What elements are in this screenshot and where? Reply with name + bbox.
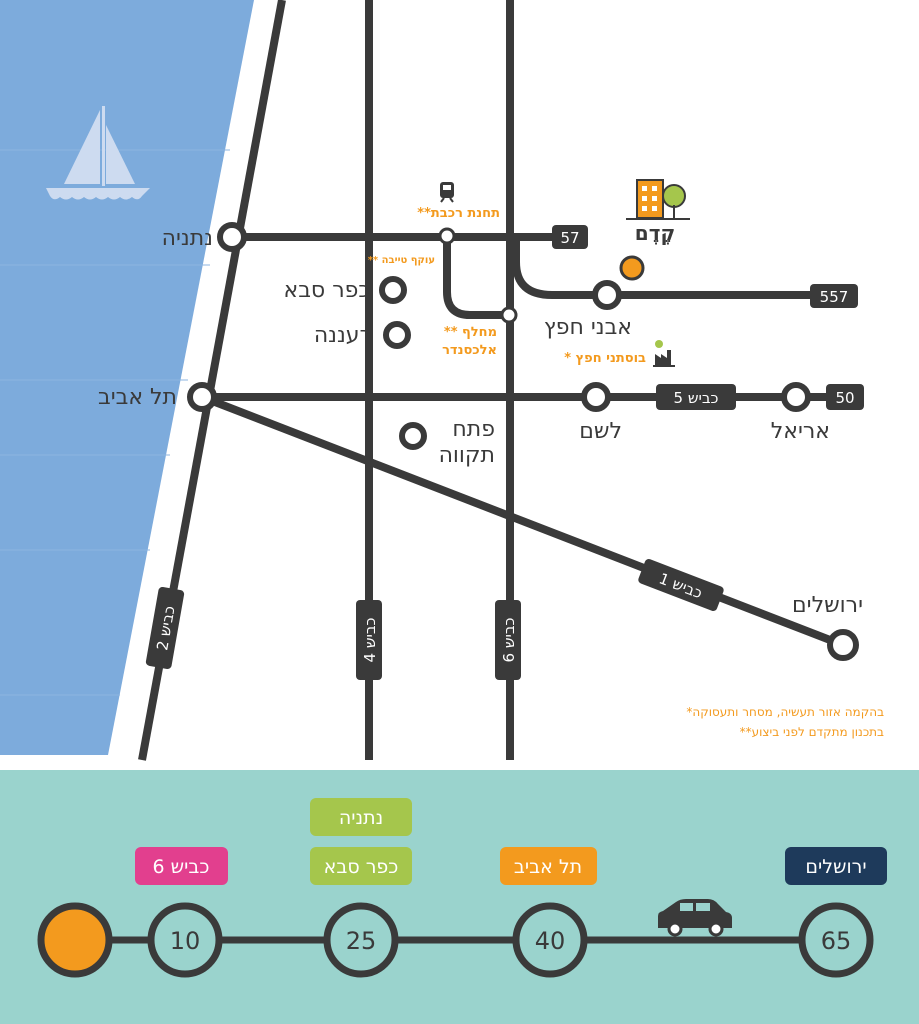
road-shield-50: 50: [826, 384, 864, 410]
lashem-node: [581, 382, 611, 412]
even-hefetz-node: [592, 280, 622, 310]
petah-tikva-label: פתח: [452, 417, 495, 442]
tel-aviv-label: תל אביב: [98, 385, 177, 410]
svg-text:40: 40: [535, 927, 566, 955]
distance-stop-25: 25: [323, 902, 399, 978]
route-1-road: [200, 393, 845, 649]
building-tree-icon: [626, 179, 690, 220]
svg-text:25: 25: [346, 927, 377, 955]
distance-stop-origin: [37, 902, 113, 978]
train-junction-node: [438, 227, 456, 245]
tayibe-bypass-label: ** עוקף טייבה: [368, 255, 435, 266]
ariel-node: [781, 382, 811, 412]
road-shield-57: 57: [552, 225, 588, 249]
route-5-label: כביש 5: [656, 384, 736, 410]
distance-panel: [0, 770, 919, 1024]
svg-text:כביש 5: כביש 5: [674, 389, 719, 407]
svg-text:נתניה: נתניה: [339, 807, 383, 829]
svg-text:10: 10: [170, 927, 201, 955]
sailboat-icon: [46, 106, 150, 200]
svg-text:כביש 6: כביש 6: [153, 856, 210, 878]
svg-text:65: 65: [821, 927, 852, 955]
distance-stop-10: 10: [147, 902, 223, 978]
jerusalem-node: [827, 629, 859, 661]
pill-netanya: נתניה: [310, 798, 412, 836]
road-shield-557: 557: [810, 284, 858, 308]
pill-tel-aviv: תל אביב: [500, 847, 597, 885]
distance-stop-65: 65: [798, 902, 874, 978]
small-junctions: [438, 227, 518, 324]
pill-route-6: כביש 6: [135, 847, 228, 885]
project-location-marker: [619, 255, 645, 281]
svg-text:כפר סבא: כפר סבא: [324, 856, 399, 878]
alexander-junction-node: [500, 306, 518, 324]
tel-aviv-node: [187, 382, 217, 412]
city-nodes: [187, 222, 859, 661]
svg-text:כביש 4: כביש 4: [361, 617, 379, 662]
svg-text:ירושלים: ירושלים: [805, 856, 866, 878]
project-label: קֶדֶם: [635, 221, 675, 245]
kfar-saba-node: [379, 276, 407, 304]
petah-tikva-node: [399, 422, 427, 450]
alexander-junction-label: ** מחלף: [444, 325, 497, 340]
svg-text:תל אביב: תל אביב: [514, 856, 582, 878]
svg-text:כביש 6: כביש 6: [500, 617, 518, 662]
train-icon: [440, 182, 454, 203]
svg-text:50: 50: [835, 389, 854, 407]
route-1-label: כביש 1: [638, 558, 724, 612]
route-2-label: כביש 2: [145, 586, 185, 670]
kfar-saba-label: כפר סבא: [284, 278, 371, 303]
footnote-1: *בהקמה אזור תעשיה, מסחר ותעסוקה: [686, 705, 884, 719]
jerusalem-label: ירושלים: [792, 593, 863, 618]
ariel-label: אריאל: [771, 419, 830, 444]
pill-kfar-saba: כפר סבא: [310, 847, 412, 885]
alexander-junction-label-2: אלכסנדר: [442, 343, 497, 358]
raanana-node: [383, 321, 411, 349]
train-station-label: **תחנת רכבת: [417, 206, 500, 221]
even-hefetz-label: אבני חפץ: [544, 315, 632, 340]
lashem-label: לשם: [579, 419, 622, 444]
roads: [138, 0, 845, 761]
petah-tikva-label-2: תקווה: [439, 443, 495, 468]
raanana-label: רעננה: [314, 323, 372, 348]
alexander-link-road: [443, 237, 509, 319]
route-4-label: כביש 4: [356, 600, 382, 680]
netanya-node: [217, 222, 247, 252]
car-icon: [658, 899, 732, 937]
pill-jerusalem: ירושלים: [785, 847, 887, 885]
svg-text:557: 557: [820, 288, 849, 306]
route-557-road: [512, 237, 815, 299]
factory-icon: [653, 340, 675, 367]
netanya-label: נתניה: [162, 226, 213, 251]
route-6-label: כביש 6: [495, 600, 521, 680]
distance-stop-40: 40: [512, 902, 588, 978]
footnote-2: **בתכנון מתקדם לפני ביצוע: [740, 725, 884, 739]
bustanei-hefetz-label: * בוסתני חפץ: [564, 351, 646, 366]
svg-text:57: 57: [560, 229, 579, 247]
